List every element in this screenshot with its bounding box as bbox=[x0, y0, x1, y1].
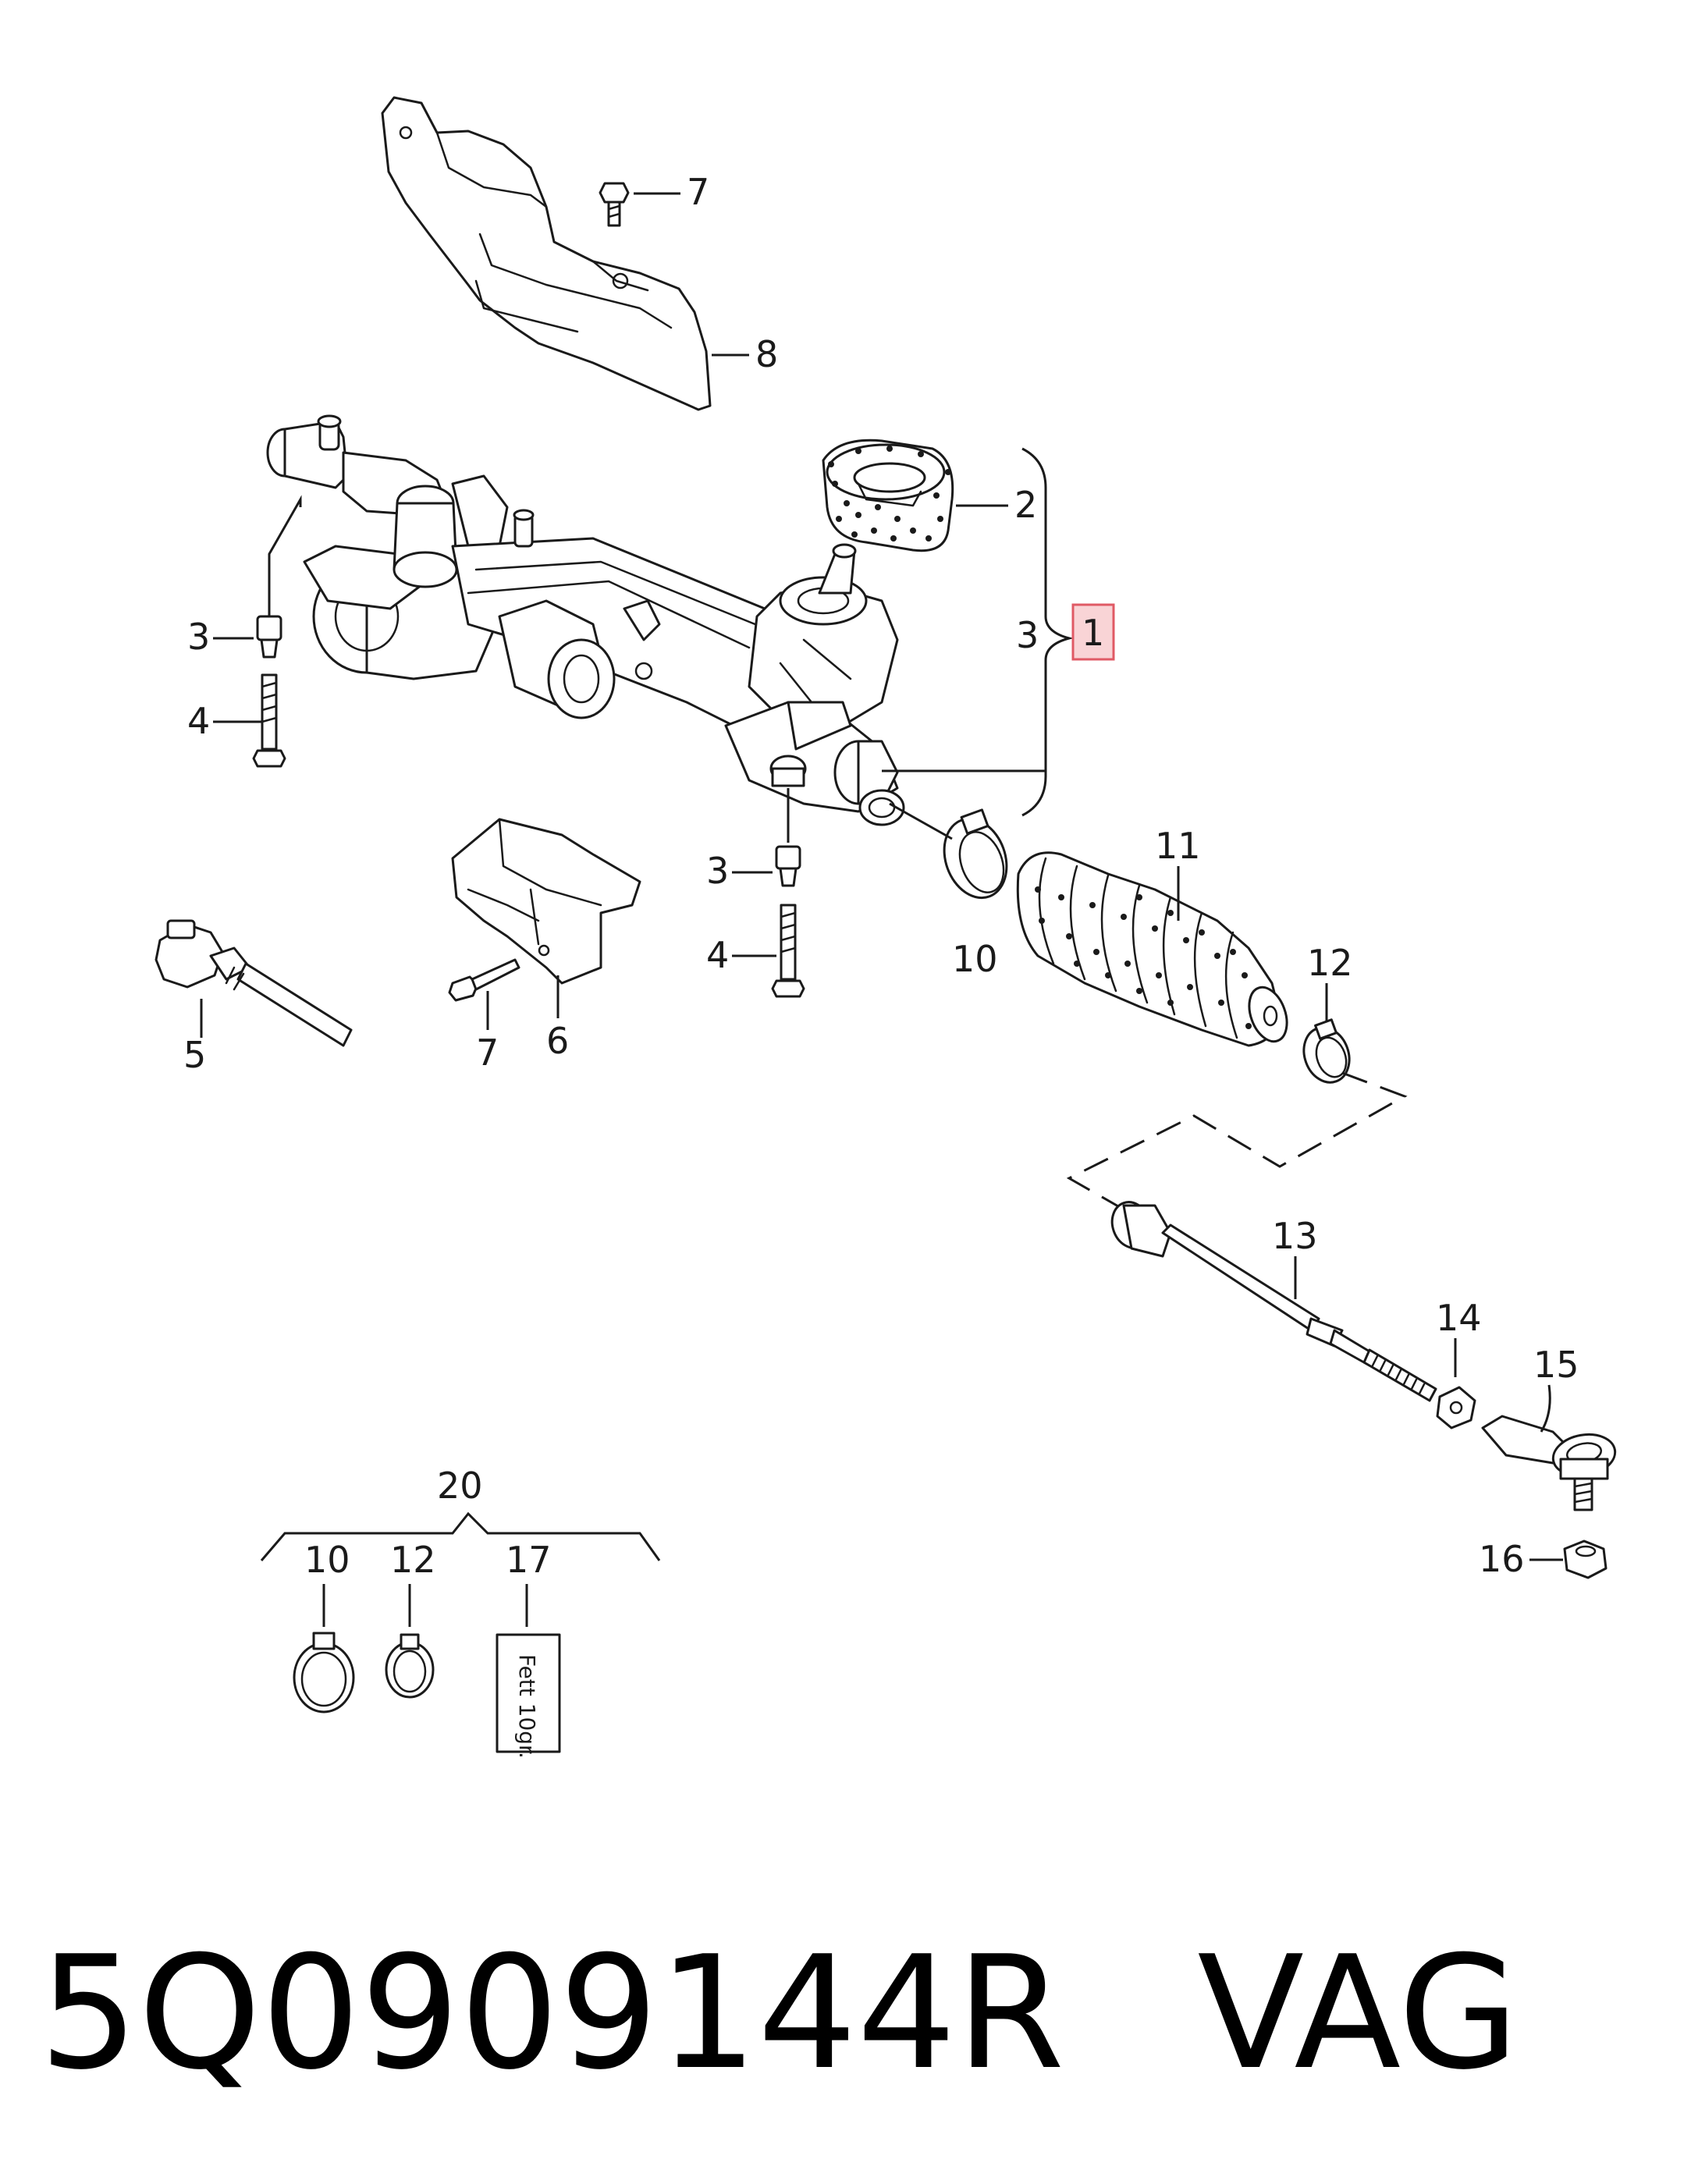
callout-17: 17 bbox=[506, 1539, 552, 1581]
callout-7-top: 7 bbox=[687, 171, 709, 213]
callout-5: 5 bbox=[183, 1034, 206, 1076]
callout-11: 11 bbox=[1155, 825, 1201, 867]
callout-16: 16 bbox=[1479, 1538, 1525, 1580]
kit-clamp-12 bbox=[385, 1633, 435, 1699]
callout-14: 14 bbox=[1436, 1297, 1482, 1339]
assembly-bracket bbox=[1021, 447, 1074, 817]
lower-heat-shield-part bbox=[451, 818, 641, 985]
callout-10-kit: 10 bbox=[304, 1539, 350, 1581]
kit-bracket bbox=[260, 1511, 661, 1627]
steering-mount-part bbox=[822, 439, 954, 552]
inner-tie-rod-part bbox=[1110, 1201, 1437, 1402]
bolt-part-7-lower bbox=[448, 944, 550, 1002]
callout-12-kit: 12 bbox=[390, 1539, 436, 1581]
part-number: 5Q0909144R bbox=[39, 1922, 1065, 2104]
callout-15: 15 bbox=[1533, 1344, 1579, 1386]
callout-1: 1 bbox=[1082, 612, 1104, 654]
small-clamp-part bbox=[1302, 983, 1351, 1084]
callout-labels: 1 2 3 3 3 4 4 5 6 7 7 8 10 10 11 12 12 1… bbox=[183, 171, 1579, 1581]
kit-clamp-10 bbox=[293, 1632, 355, 1713]
sensor-part bbox=[155, 919, 353, 1047]
sleeve-and-bolt-left bbox=[252, 495, 302, 768]
grease-pack: Fett 10gr. bbox=[496, 1633, 561, 1759]
highlight-box bbox=[1071, 603, 1115, 661]
callout-4-middle: 4 bbox=[706, 934, 729, 976]
callout-10-rack: 10 bbox=[952, 938, 998, 980]
sleeve-and-bolt-middle bbox=[771, 788, 805, 998]
heat-shield-part bbox=[381, 96, 712, 411]
clamp-part bbox=[889, 802, 1008, 900]
nut-part-14 bbox=[1436, 1338, 1476, 1429]
part-footer: 5Q0909144R VAG bbox=[39, 1916, 1519, 2111]
callout-3-bracket: 3 bbox=[1016, 614, 1039, 656]
callout-12-rack: 12 bbox=[1307, 942, 1353, 984]
callout-3-middle: 3 bbox=[706, 850, 729, 892]
steering-rack-part bbox=[266, 414, 1046, 826]
callout-6: 6 bbox=[546, 1020, 569, 1062]
brand-name: VAG bbox=[1197, 1922, 1519, 2104]
callout-13: 13 bbox=[1272, 1215, 1318, 1257]
callout-3-left: 3 bbox=[187, 616, 210, 658]
callout-4-left: 4 bbox=[187, 700, 210, 742]
callout-7-lower: 7 bbox=[476, 1032, 499, 1074]
bolt-part-7-top bbox=[599, 182, 630, 227]
bellows-boot-part bbox=[1016, 851, 1288, 1047]
nut-part-16 bbox=[1529, 1539, 1608, 1579]
dashed-connector bbox=[1066, 1071, 1408, 1211]
callout-leaders bbox=[200, 192, 1008, 1038]
grease-label: Fett 10gr. bbox=[514, 1654, 540, 1759]
callout-20: 20 bbox=[437, 1465, 483, 1507]
tie-rod-end-part bbox=[1481, 1384, 1617, 1511]
callout-2: 2 bbox=[1014, 484, 1037, 526]
mount-texture-dots bbox=[828, 446, 951, 542]
boot-texture-dots bbox=[1035, 886, 1252, 1029]
callout-8: 8 bbox=[755, 333, 778, 375]
